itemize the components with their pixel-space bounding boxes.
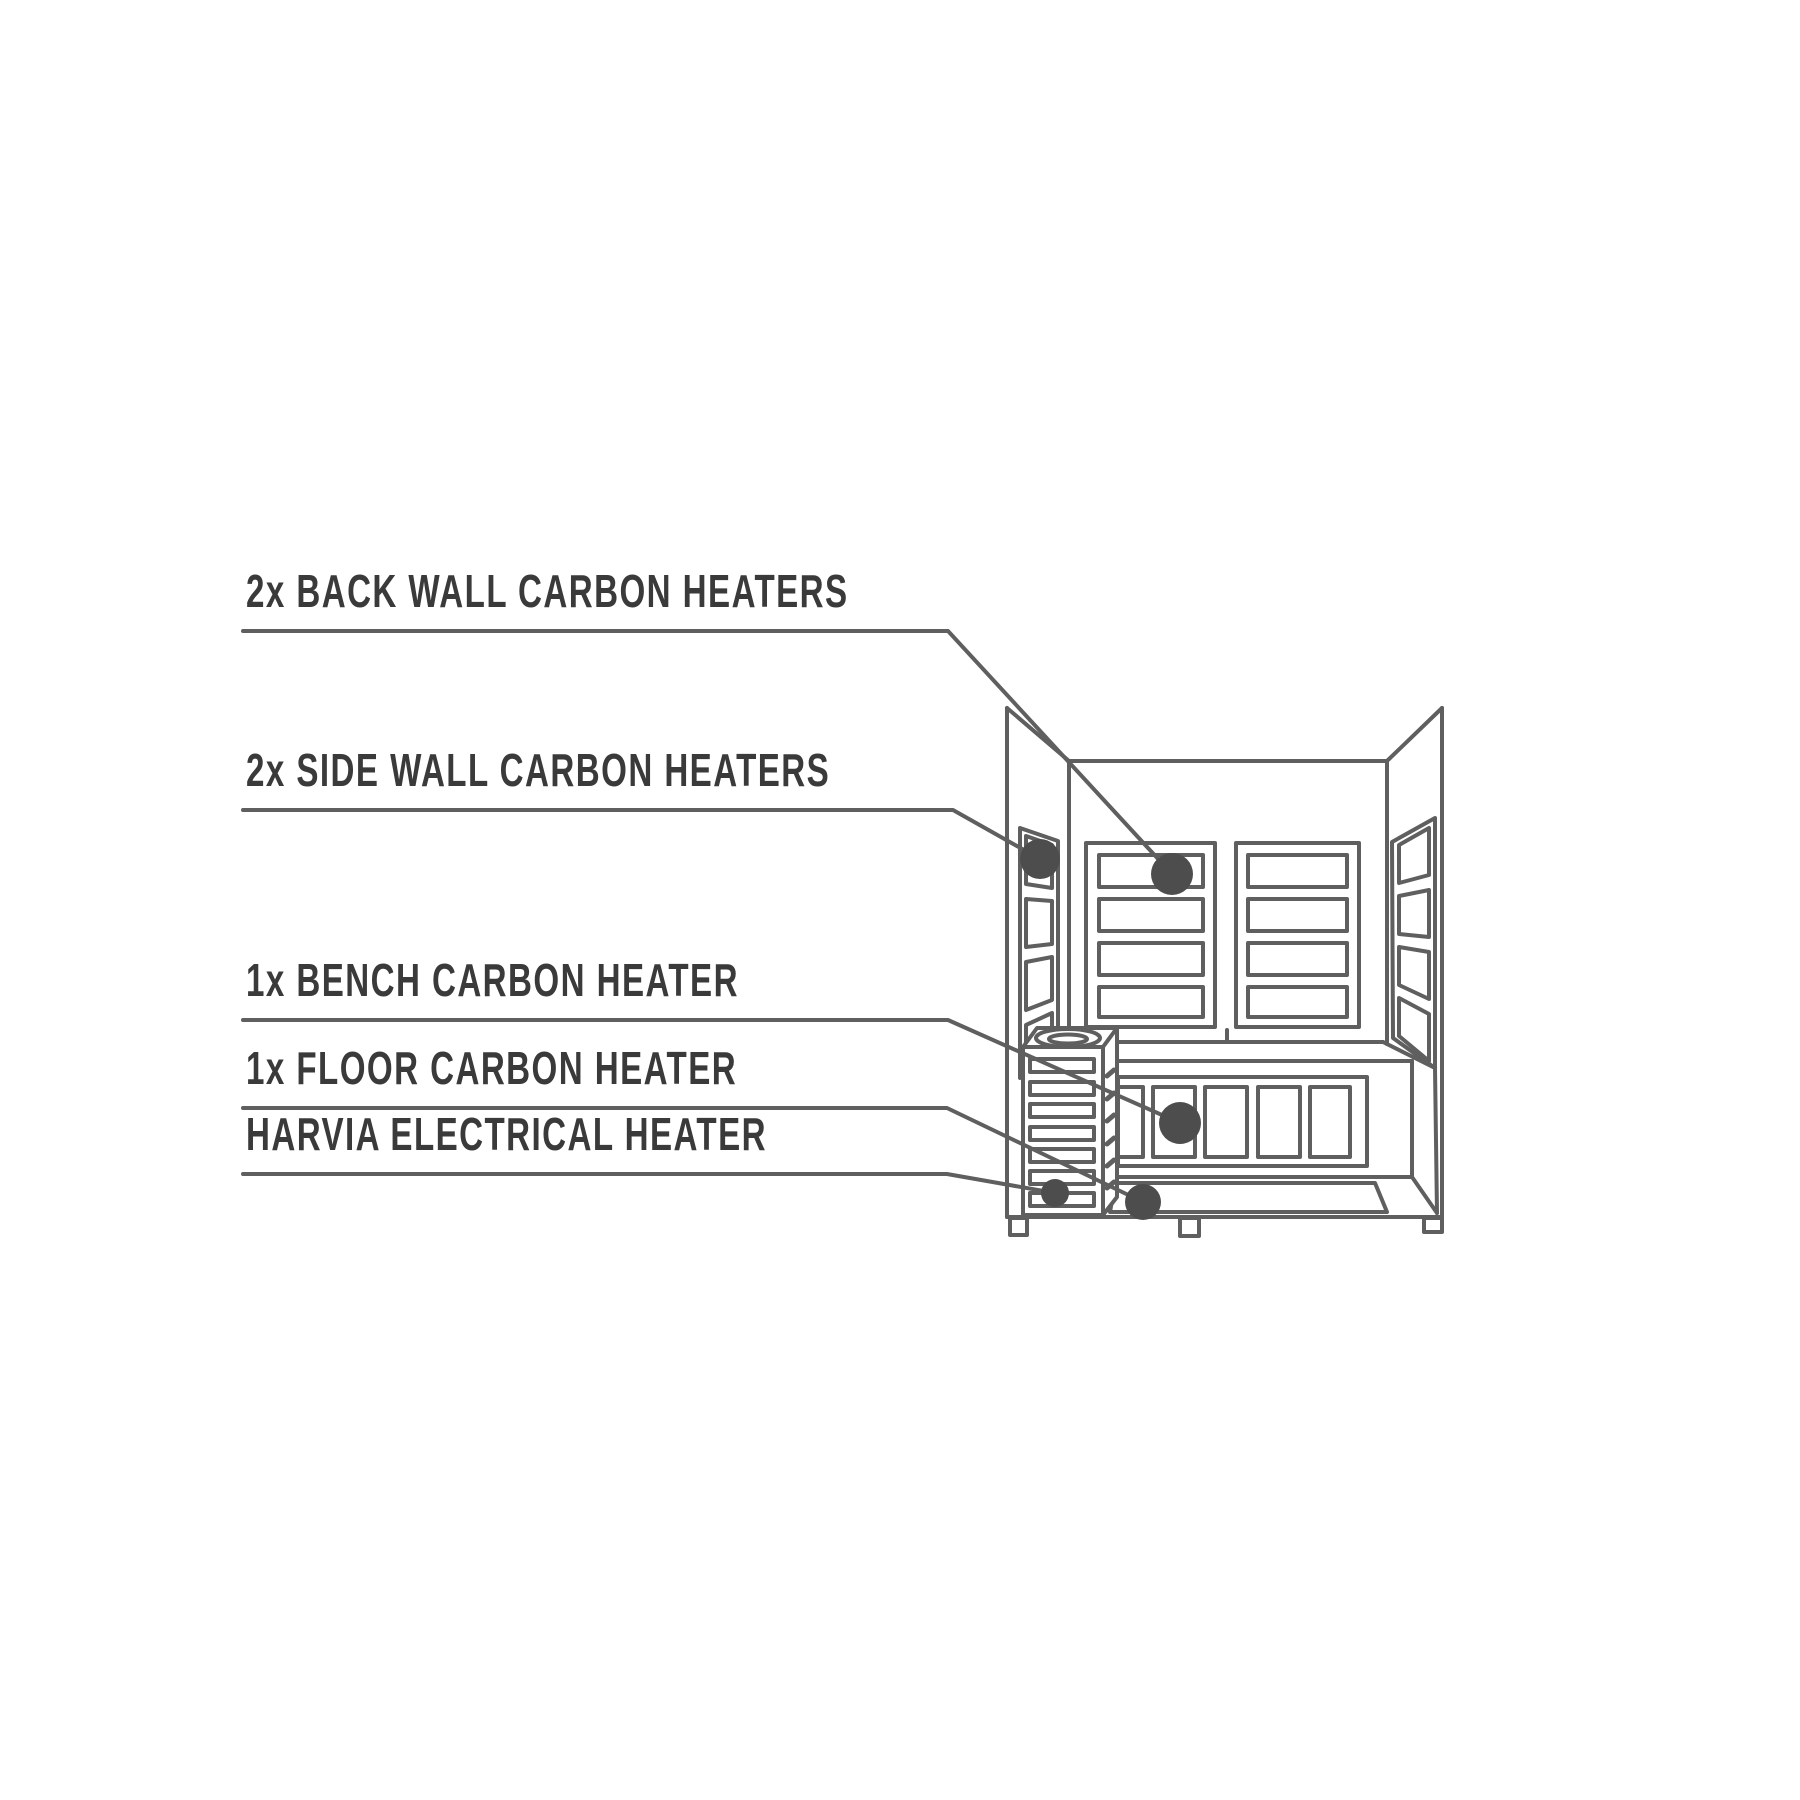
back-wall-left-panel-frame [1084,841,1217,1029]
label-harvia-electrical-heater: HARVIA ELECTRICAL HEATER [246,1108,767,1160]
leader-side-wall [241,808,1042,861]
bench-bottom-right-edge [1410,1175,1439,1215]
cabin-feet [1008,1216,1444,1238]
back-wall-right-panel-slat [1246,985,1349,1019]
label-back-wall-carbon-heaters: 2x BACK WALL CARBON HEATERS [246,565,849,617]
leader-lines [241,629,1182,1204]
left-side-panel-slat [1024,955,1054,1012]
harvia-side-slot [1104,1067,1117,1079]
sauna-cabin [1005,706,1444,1238]
cabin-foot [1178,1216,1201,1238]
harvia-side-slot [1104,1157,1117,1169]
harvia-front-face [1021,1045,1105,1217]
bench-heater-slat [1308,1085,1352,1159]
harvia-top-rim-inner [1047,1032,1089,1046]
back-wall-heater-panels [1084,841,1361,1044]
bench-heater-panel-frame [1116,1075,1369,1168]
back-wall-right-panel-slat [1246,941,1349,977]
harvia-side-slot [1104,1112,1117,1124]
left-side-panel-slat [1024,897,1054,949]
bench-heater-slat [1203,1085,1249,1159]
back-wall-left-panel-slat [1097,853,1205,889]
cabin-foot [1422,1216,1444,1234]
heater-markers [1020,839,1201,1220]
harvia-heater-marker [1041,1179,1069,1207]
harvia-front-slat [1028,1102,1096,1119]
back-wall-right-panel-frame [1234,841,1361,1029]
back-wall-left-panel-slat [1097,941,1205,977]
label-bench-carbon-heater: 1x BENCH CARBON HEATER [246,954,739,1006]
leader-harvia [241,1172,1057,1195]
bench-heater-slat [1256,1085,1302,1159]
harvia-side-slot [1104,1135,1117,1147]
right-side-panel-slat [1397,945,1431,1001]
leader-back-wall [241,629,1174,876]
bench-top-right-edge [1381,1040,1437,1070]
leader-bench [241,1018,1182,1125]
back-wall-right-panel-slat [1246,853,1349,889]
right-side-panel-slat [1397,888,1431,939]
floor-heater-marker [1125,1184,1161,1220]
right-wall-top-edge [1385,706,1444,763]
back-wall-left-panel-slat [1097,897,1205,933]
bench [1108,1040,1439,1215]
right-side-panel-slat [1397,996,1431,1063]
right-side-wall-heater-panel [1390,816,1437,1070]
cabin-outline [1005,706,1444,1220]
cabin-foot [1008,1216,1029,1237]
harvia-front-slat [1028,1080,1096,1097]
back-wall-left-panel-slat [1097,985,1205,1019]
bench-heater-marker [1159,1102,1201,1144]
harvia-heater-tower [1021,1026,1119,1217]
right-side-panel-slat [1397,826,1431,885]
label-floor-carbon-heater: 1x FLOOR CARBON HEATER [246,1042,738,1094]
side-wall-heater-marker [1020,839,1060,879]
back-wall-heater-marker [1151,853,1193,895]
leader-floor [241,1106,1145,1204]
back-wall-right-panel-slat [1246,897,1349,933]
label-side-wall-carbon-heaters: 2x SIDE WALL CARBON HEATERS [246,744,831,796]
right-side-panel-frame [1390,816,1437,1070]
bench-wall-corner-edge [1433,1066,1439,1215]
harvia-front-slat [1028,1125,1096,1142]
